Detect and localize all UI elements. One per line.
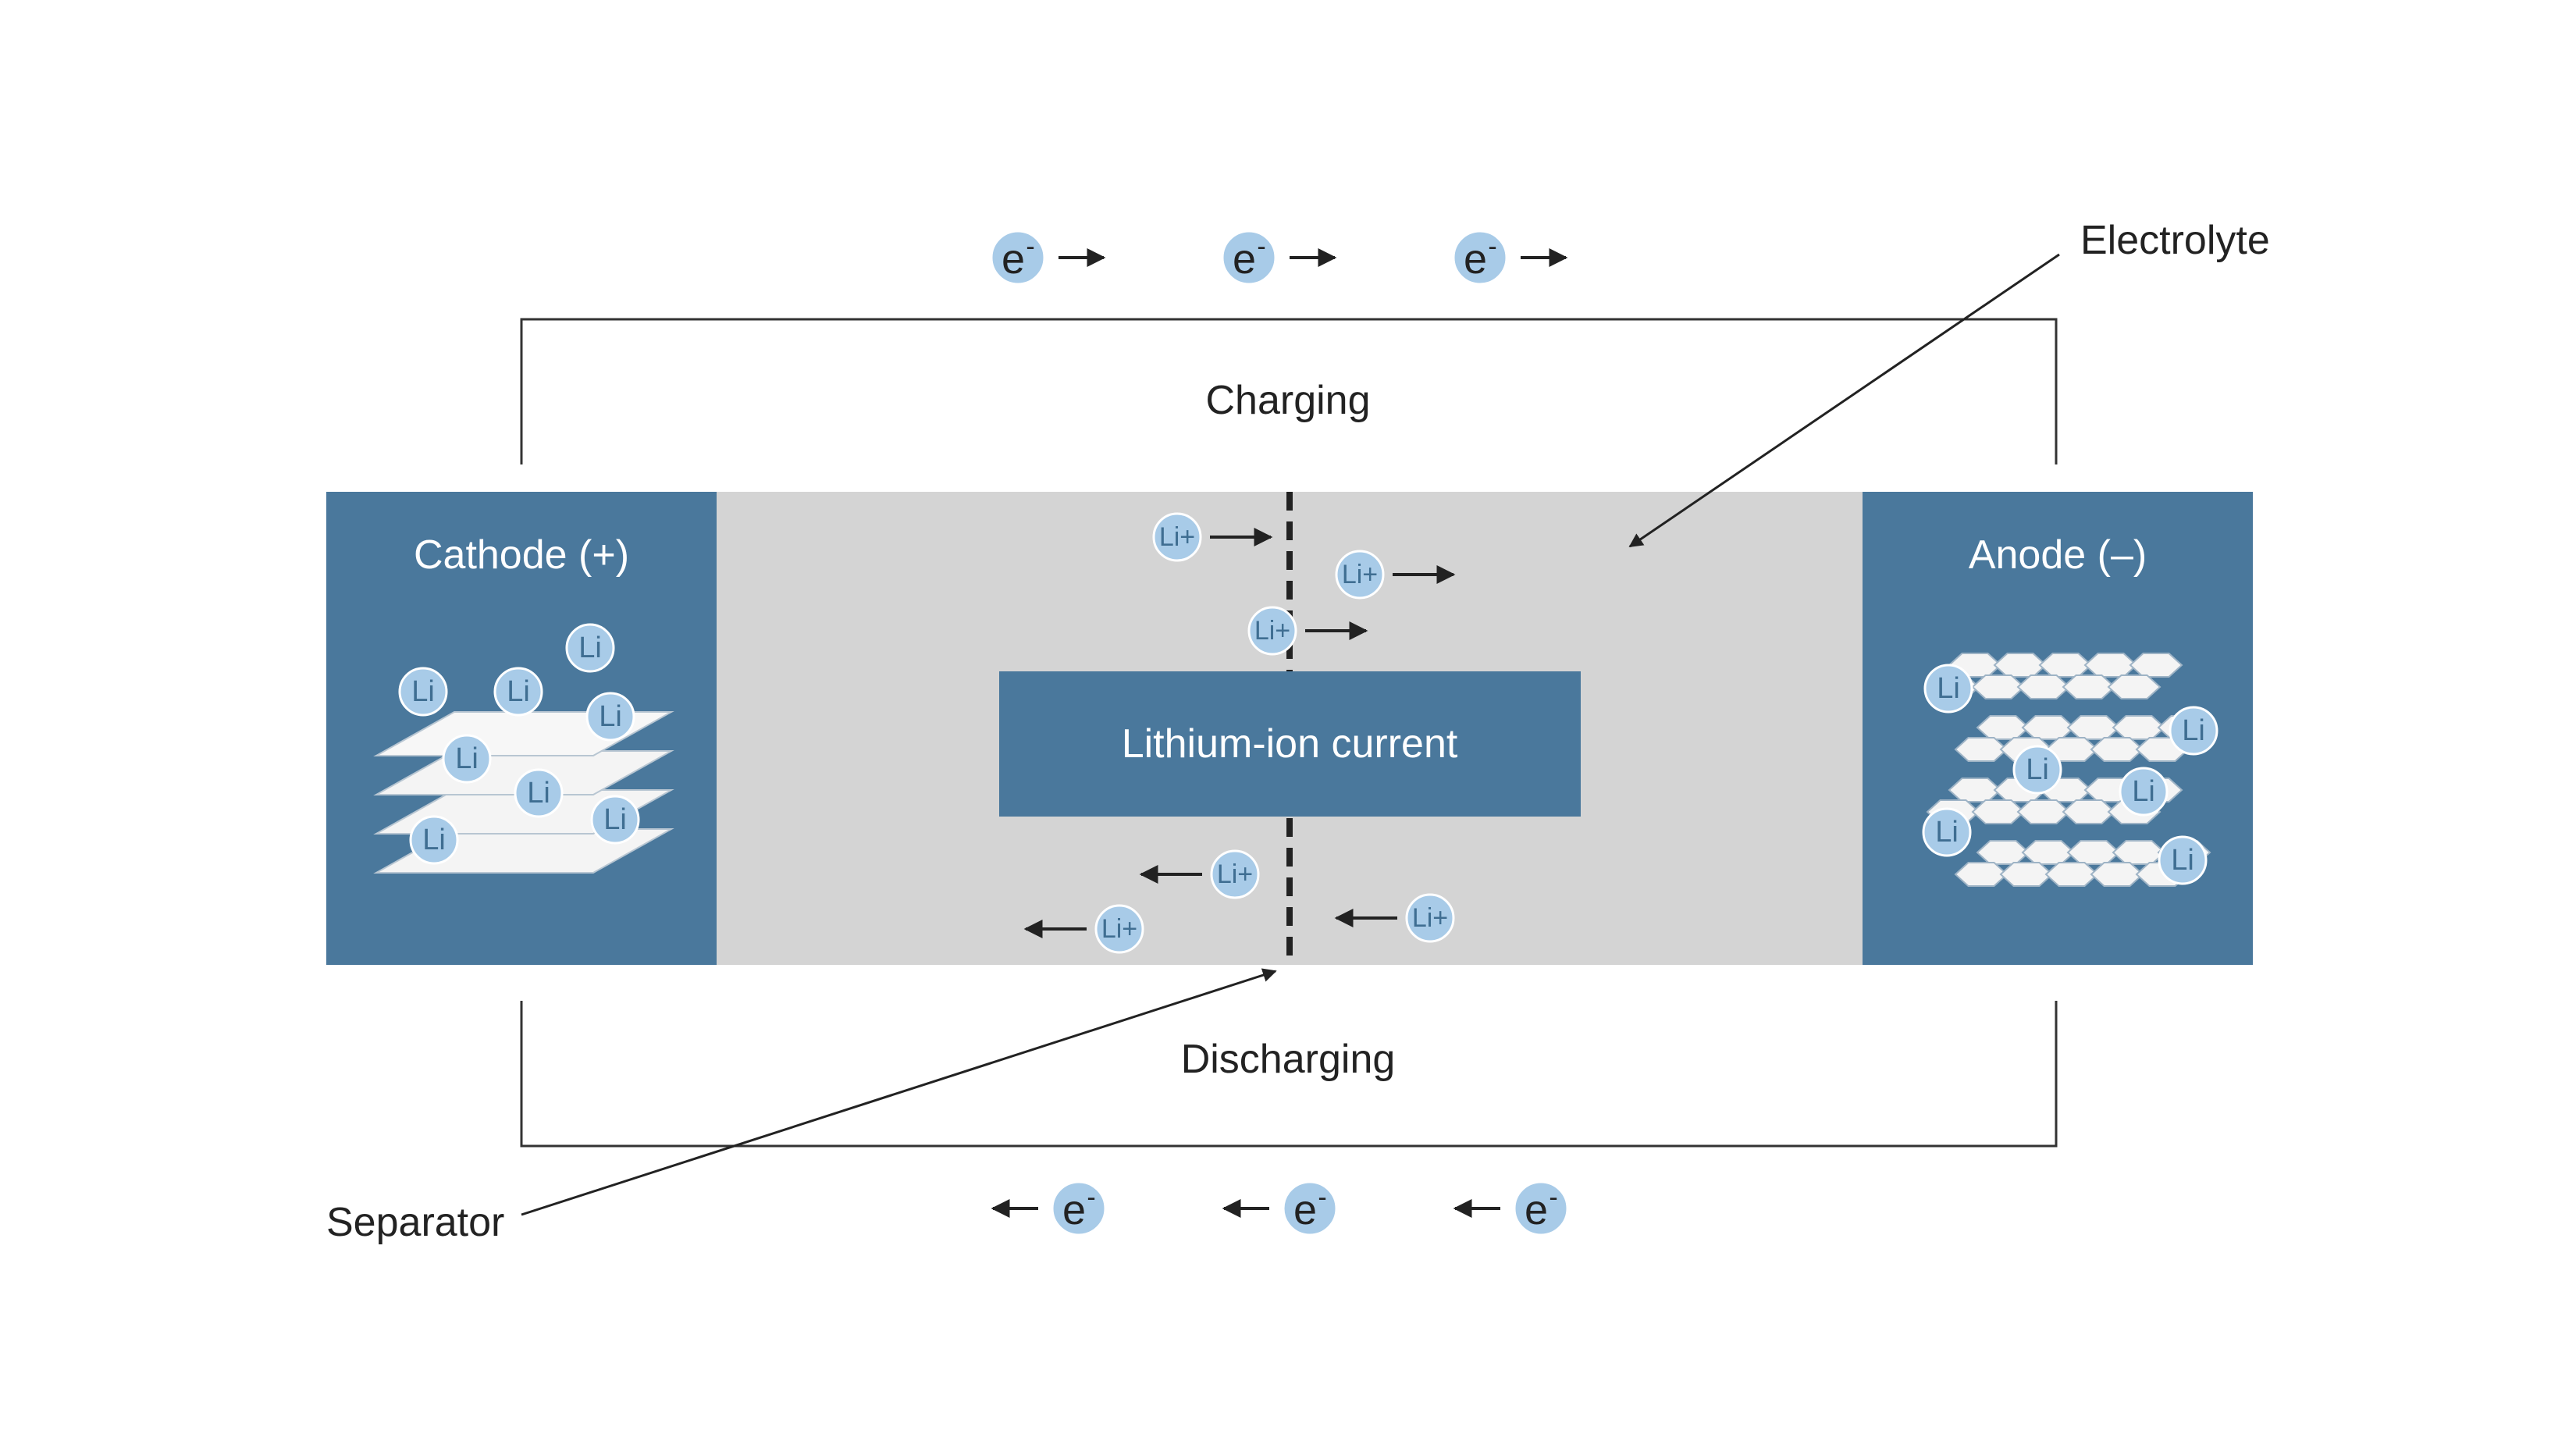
li-ion-label: Li+ xyxy=(1101,914,1137,944)
discharging-wire xyxy=(520,1001,2058,1148)
lithium-ion-current-label: Lithium-ion current xyxy=(1122,721,1458,767)
li-atom xyxy=(2169,706,2218,756)
separator-label: Separator xyxy=(326,1200,504,1245)
external-circuit xyxy=(520,318,2058,1148)
li-atom-label: Li xyxy=(422,824,446,856)
li-atom-label: Li xyxy=(2171,844,2194,877)
electron-label: e xyxy=(1002,236,1025,283)
electrolyte-pointer xyxy=(1628,253,2060,548)
electron-label: e xyxy=(1525,1187,1548,1233)
electron-charge-label: - xyxy=(1549,1183,1557,1212)
electron-label: e xyxy=(1062,1187,1086,1233)
charging-label: Charging xyxy=(1205,378,1370,423)
li-atom-label: Li xyxy=(1937,672,1960,705)
electron-charge-label: - xyxy=(1257,232,1265,262)
li-ion-label: Li+ xyxy=(1217,859,1253,889)
electron xyxy=(1282,1180,1338,1237)
li-atom xyxy=(2158,835,2208,885)
cathode-label: Cathode (+) xyxy=(414,532,629,578)
li-atom xyxy=(409,815,459,865)
li-atom-label: Li xyxy=(603,803,627,836)
electron xyxy=(990,230,1046,286)
li-atom-label: Li xyxy=(599,700,622,733)
li-atom xyxy=(565,623,615,673)
anode-label: Anode (–) xyxy=(1969,532,2147,578)
li-atom xyxy=(514,768,564,818)
li-atom-label: Li xyxy=(507,675,530,708)
li-atom xyxy=(585,692,635,742)
li-atom-label: Li xyxy=(578,632,602,664)
li-ion xyxy=(1210,849,1260,899)
li-ion xyxy=(1405,893,1455,943)
electron xyxy=(1452,230,1508,286)
li-atom xyxy=(590,795,640,845)
li-ion-label: Li+ xyxy=(1412,903,1448,933)
li-ions-charging: Li+ Li+ Li+ xyxy=(1152,512,1456,656)
li-ion-label: Li+ xyxy=(1342,560,1378,589)
electron-charge-label: - xyxy=(1087,1183,1095,1212)
li-ion-label: Li+ xyxy=(1254,616,1290,646)
separator-pointer xyxy=(521,968,1277,1216)
electron-label: e xyxy=(1233,236,1256,283)
li-atom-label: Li xyxy=(2182,714,2205,747)
electron-label: e xyxy=(1293,1187,1317,1233)
discharging-label: Discharging xyxy=(1181,1037,1396,1082)
electrolyte-label: Electrolyte xyxy=(2080,218,2270,263)
electron xyxy=(1513,1180,1569,1237)
li-atom xyxy=(398,667,448,717)
li-atom-label: Li xyxy=(455,742,479,775)
li-atom-label: Li xyxy=(2026,753,2049,786)
li-atom xyxy=(2012,745,2062,795)
li-ion xyxy=(1247,606,1297,656)
li-atom-label: Li xyxy=(1935,816,1959,849)
electron-charge-label: - xyxy=(1026,232,1034,262)
li-ion xyxy=(1094,904,1144,954)
li-ion xyxy=(1335,550,1385,600)
charging-wire xyxy=(520,318,2058,464)
li-ions-discharging: Li+ Li+ Li+ xyxy=(1023,849,1455,954)
li-atom-label: Li xyxy=(411,675,435,708)
lithium-ion-current-box xyxy=(999,671,1581,817)
electron-label: e xyxy=(1464,236,1487,283)
li-atom xyxy=(1922,807,1972,857)
li-atom xyxy=(493,667,543,717)
li-atom-label: Li xyxy=(527,777,550,810)
electron xyxy=(1221,230,1277,286)
li-atom xyxy=(2119,767,2169,817)
li-ion-label: Li+ xyxy=(1159,522,1195,552)
li-atom-label: Li xyxy=(2132,775,2155,808)
electron-charge-label: - xyxy=(1318,1183,1326,1212)
li-ion xyxy=(1152,512,1202,562)
electron-charge-label: - xyxy=(1488,232,1496,262)
electron xyxy=(1051,1180,1107,1237)
electrons-discharging: e-e-e- xyxy=(991,1180,1569,1237)
li-atom xyxy=(1923,664,1973,714)
li-atom xyxy=(442,734,492,784)
electrons-charging: e-e-e- xyxy=(990,230,1568,286)
hexagon-cell xyxy=(2107,674,2161,699)
